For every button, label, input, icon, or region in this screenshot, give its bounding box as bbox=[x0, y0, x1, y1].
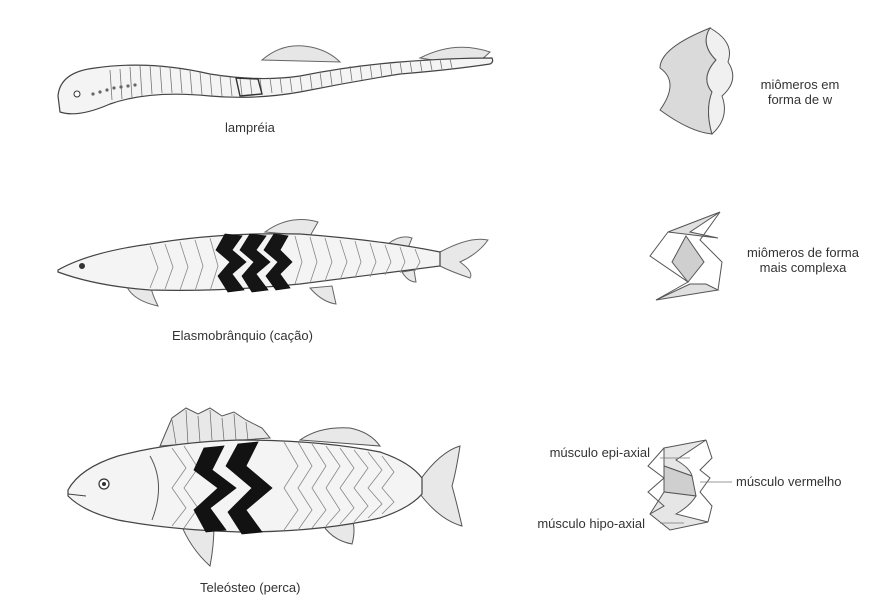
shark-caudal-fin bbox=[440, 239, 488, 278]
label-complex-myomere-line1: miômeros de forma bbox=[738, 245, 868, 260]
lamprey-dorsal-fin bbox=[262, 46, 340, 62]
label-shark: Elasmobrânquio (cação) bbox=[172, 328, 313, 343]
teleost-myomere bbox=[648, 440, 732, 530]
complex-myomere bbox=[650, 212, 722, 300]
lamprey-drawing bbox=[58, 46, 493, 114]
label-w-myomere-line2: forma de w bbox=[745, 92, 855, 107]
teleost-myomere-hypoaxial bbox=[650, 492, 708, 530]
label-w-myomere-line1: miômeros em bbox=[745, 77, 855, 92]
complex-myomere-upper bbox=[668, 212, 720, 238]
shark-eye bbox=[79, 263, 85, 269]
label-w-myomere: miômeros em forma de w bbox=[745, 77, 855, 107]
lamprey-body bbox=[58, 58, 493, 114]
label-epiaxial: músculo epi-axial bbox=[500, 445, 650, 460]
perch-caudal-fin bbox=[420, 446, 462, 526]
complex-myomere-lower bbox=[656, 284, 718, 300]
w-shaped-myomere bbox=[660, 28, 733, 134]
label-perch: Teleósteo (perca) bbox=[200, 580, 300, 595]
label-lamprey: lampréia bbox=[225, 120, 275, 135]
shark-pelvic-fin bbox=[310, 286, 336, 304]
shark-drawing bbox=[58, 220, 488, 306]
label-complex-myomere: miômeros de forma mais complexa bbox=[738, 245, 868, 275]
shark-anal-fin bbox=[402, 270, 416, 282]
label-hipoaxial: músculo hipo-axial bbox=[495, 516, 645, 531]
complex-myomere-middle bbox=[672, 236, 704, 282]
lamprey-eye bbox=[74, 91, 80, 97]
perch-drawing bbox=[68, 408, 462, 566]
label-red-muscle: músculo vermelho bbox=[736, 474, 842, 489]
label-complex-myomere-line2: mais complexa bbox=[738, 260, 868, 275]
w-myomere-back bbox=[706, 28, 733, 134]
perch-pupil bbox=[102, 482, 106, 486]
